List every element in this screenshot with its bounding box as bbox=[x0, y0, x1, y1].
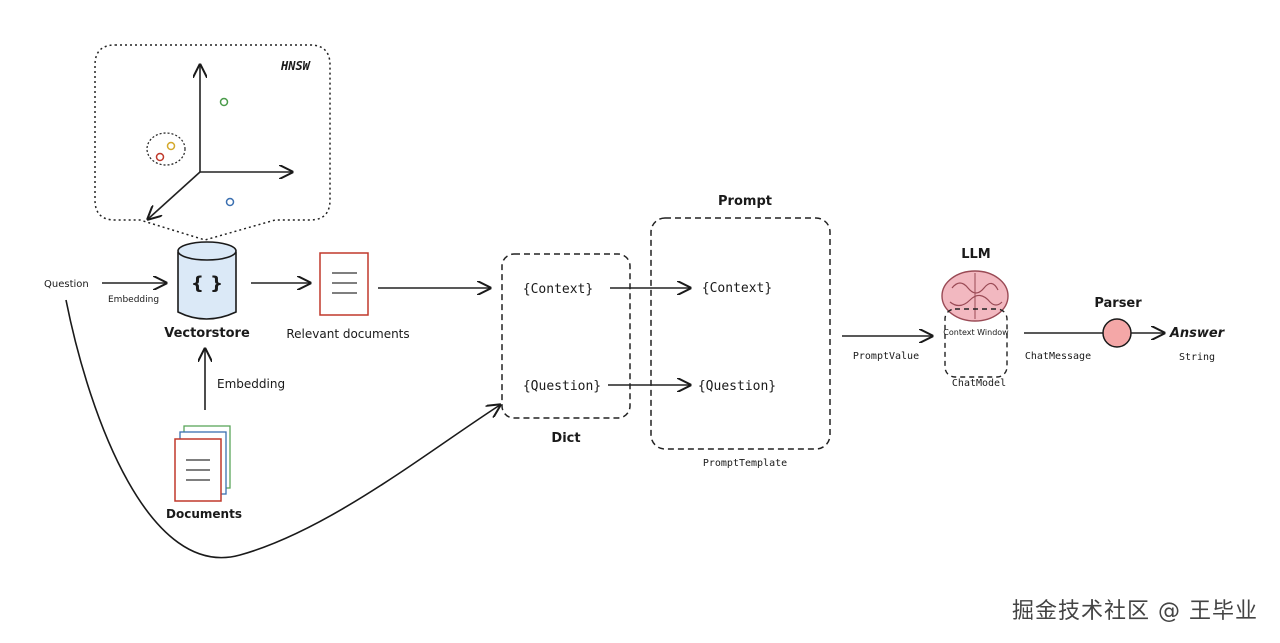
context-window-label: Context Window bbox=[943, 328, 1009, 337]
parser-node bbox=[1102, 318, 1132, 348]
hnsw-axis-z bbox=[148, 171, 201, 219]
prompt-box bbox=[650, 217, 831, 450]
relevant-documents-label: Relevant documents bbox=[286, 327, 409, 341]
vectorstore-label: Vectorstore bbox=[164, 326, 250, 341]
answer-title: Answer bbox=[1169, 326, 1226, 341]
prompt-title: Prompt bbox=[718, 194, 772, 209]
prompt-template-label: PromptTemplate bbox=[703, 458, 787, 469]
dict-context: {Context} bbox=[523, 282, 593, 297]
hnsw-point bbox=[219, 97, 229, 107]
documents-embedding-label: Embedding bbox=[217, 377, 285, 391]
context-window-text: Context Window bbox=[943, 328, 1009, 337]
prompt-question: {Question} bbox=[698, 379, 776, 394]
brain-icon bbox=[941, 270, 1009, 322]
relevant-document-icon bbox=[319, 252, 369, 316]
watermark: 掘金技术社区 @ 王毕业 bbox=[1012, 599, 1258, 624]
hnsw-title: HNSW bbox=[280, 59, 312, 73]
hnsw-point bbox=[155, 152, 165, 162]
vectorstore-braces-icon: { } bbox=[191, 273, 223, 294]
hnsw-panel: HNSW bbox=[94, 44, 331, 241]
question-to-dict-curve-arrow bbox=[65, 299, 500, 559]
hnsw-point bbox=[225, 197, 235, 207]
dict-label: Dict bbox=[551, 431, 580, 446]
hnsw-point bbox=[166, 141, 176, 151]
dict-box bbox=[501, 253, 631, 419]
parser-title: Parser bbox=[1094, 296, 1142, 311]
documents-label: Documents bbox=[166, 507, 242, 521]
llm-title: LLM bbox=[961, 247, 991, 262]
prompt-context: {Context} bbox=[702, 281, 772, 296]
hnsw-cluster bbox=[146, 132, 186, 166]
answer-type: String bbox=[1179, 352, 1215, 363]
prompt-value-label: PromptValue bbox=[853, 351, 919, 362]
documents-stack-icon bbox=[174, 425, 231, 502]
question-label: Question bbox=[44, 279, 89, 290]
dict-question: {Question} bbox=[523, 379, 601, 394]
question-embedding-label: Embedding bbox=[108, 295, 159, 305]
vectorstore-cylinder: { } bbox=[177, 241, 237, 320]
context-window-box bbox=[944, 308, 1008, 378]
chat-message-label: ChatMessage bbox=[1025, 351, 1091, 362]
chat-model-label: ChatModel bbox=[952, 378, 1006, 389]
